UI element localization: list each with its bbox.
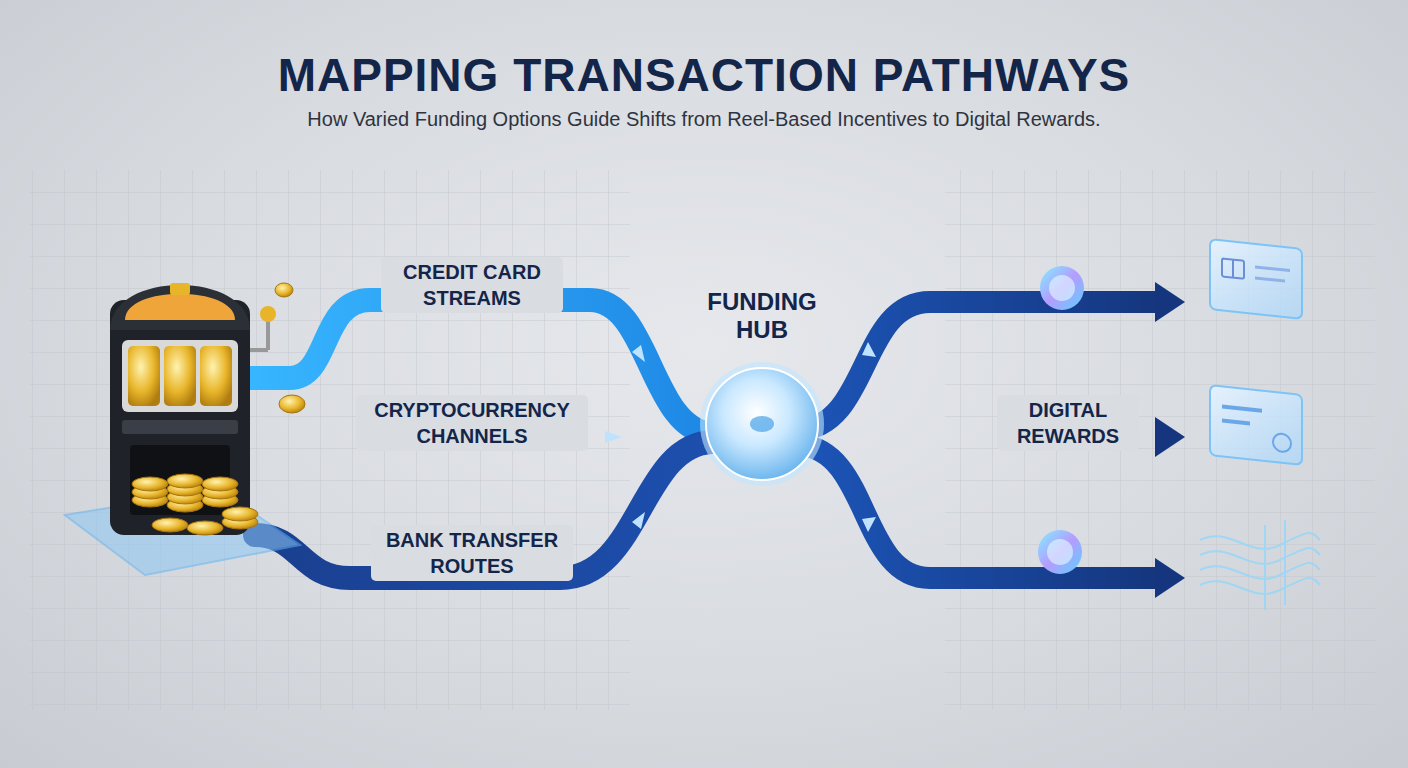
hub-node: FUNDING HUB (692, 288, 832, 486)
flow-label: CREDIT CARD STREAMS (381, 257, 563, 313)
flow-label: BANK TRANSFER ROUTES (371, 525, 573, 581)
title: MAPPING TRANSACTION PATHWAYS (278, 48, 1131, 102)
flow-label: CRYPTOCURRENCY CHANNELS (356, 395, 588, 451)
subtitle: How Varied Funding Options Guide Shifts … (307, 108, 1100, 131)
flow-label: DIGITAL REWARDS (997, 395, 1139, 451)
hub-label: FUNDING HUB (692, 288, 832, 344)
